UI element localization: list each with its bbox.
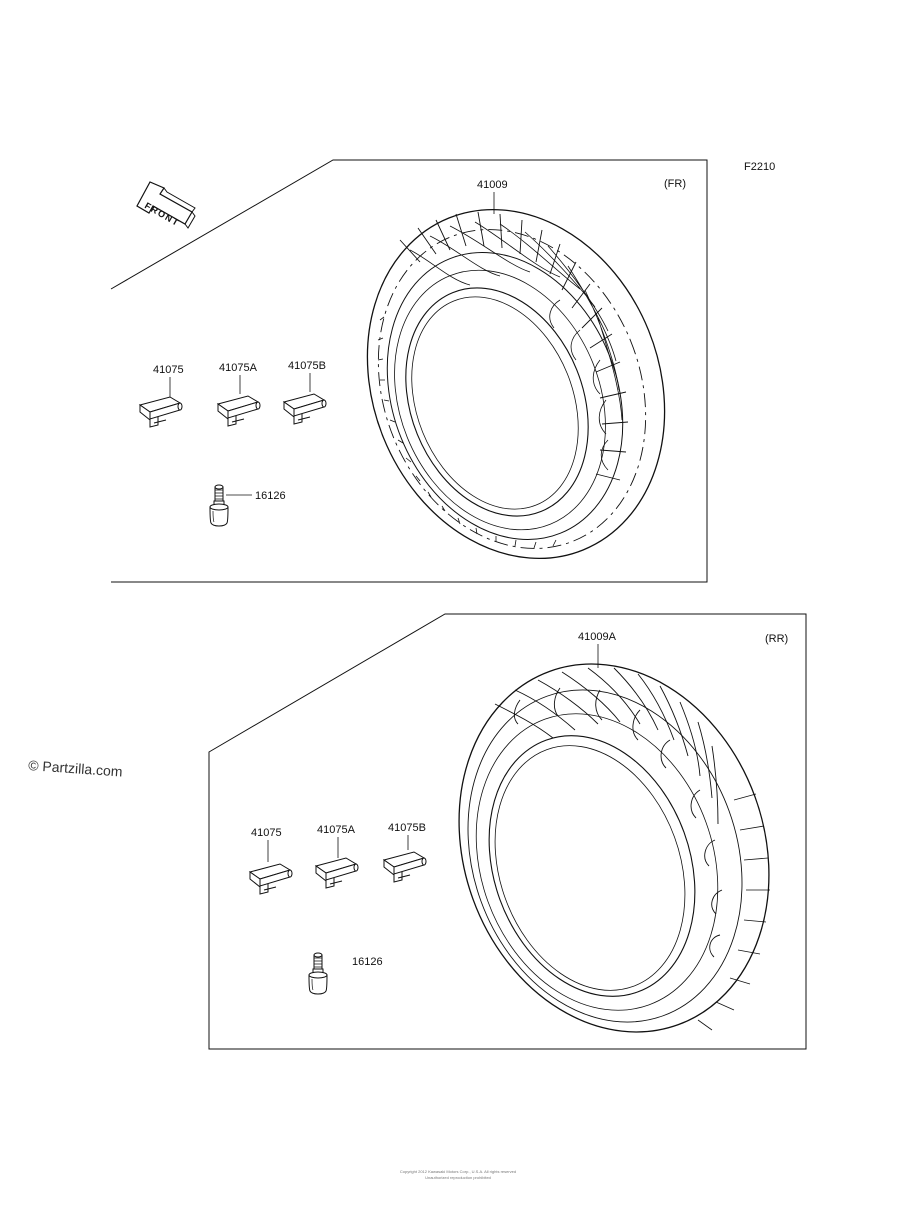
rear-valve-label: 16126	[352, 956, 383, 968]
rear-panel-frame	[208, 613, 807, 1050]
front-tire-panel: (FR) 41009 41075 41075A	[110, 159, 708, 583]
front-weight-41075a-label: 41075A	[219, 362, 258, 374]
front-weight-41075a: 41075A	[217, 362, 261, 427]
front-tire-part-number: 41009	[477, 179, 508, 191]
copyright-line-1: Copyright 2012 Kawasaki Motors Corp., U.…	[400, 1169, 516, 1174]
rear-tire-icon	[458, 663, 770, 1033]
front-weight-41075-label: 41075	[153, 364, 184, 376]
rear-weight-41075b-label: 41075B	[388, 822, 426, 834]
front-valve-16126: 16126	[209, 484, 286, 527]
rear-weight-41075a: 41075A	[315, 824, 359, 889]
figure-code: F2210	[744, 161, 775, 173]
front-panel-tag: (FR)	[664, 178, 686, 190]
front-weight-41075: 41075	[139, 364, 184, 428]
copyright-line-2: Unauthorized reproduction prohibited	[425, 1175, 491, 1180]
front-weight-41075b-label: 41075B	[288, 360, 326, 372]
front-tire-icon	[366, 208, 666, 560]
rear-tire-part-number: 41009A	[578, 631, 617, 643]
rear-weight-41075-label: 41075	[251, 827, 282, 839]
rear-panel-tag: (RR)	[765, 633, 788, 645]
rear-weight-41075: 41075	[249, 827, 293, 895]
rear-valve-16126: 16126	[308, 952, 383, 995]
front-arrow-icon: FRONT	[136, 181, 196, 229]
front-panel-frame	[110, 159, 708, 583]
partzilla-watermark: © Partzilla.com	[28, 757, 123, 780]
front-valve-label: 16126	[255, 490, 286, 502]
front-weight-41075b: 41075B	[283, 360, 327, 425]
rear-weight-41075b: 41075B	[383, 822, 427, 883]
rear-weight-41075a-label: 41075A	[317, 824, 356, 836]
rear-tire-panel: (RR) 41009A 41075 41075A 41075B	[208, 613, 807, 1050]
